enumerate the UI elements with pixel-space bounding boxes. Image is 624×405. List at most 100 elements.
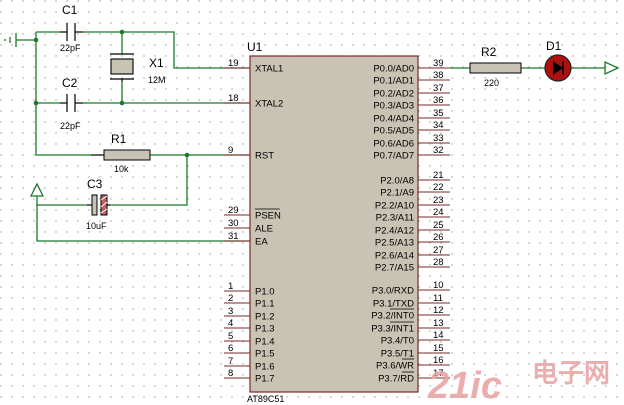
pin-number: 23 bbox=[433, 195, 444, 206]
watermark: 21ic 电子网 bbox=[427, 358, 610, 405]
pin-number: 39 bbox=[433, 58, 444, 69]
pin-name: P0.1/AD1 bbox=[373, 76, 414, 87]
pin-name: EA bbox=[255, 237, 268, 248]
pin-number: 15 bbox=[433, 343, 444, 354]
pin-name: P0.4/AD4 bbox=[373, 114, 414, 125]
capacitor-c1[interactable]: C1 22pF bbox=[60, 3, 83, 53]
pin-number: 10 bbox=[433, 280, 444, 291]
led-d1[interactable]: D1 bbox=[544, 39, 572, 82]
resistor-r2[interactable]: R2 220 bbox=[469, 45, 522, 88]
pin-name: P0.0/AD0 bbox=[373, 64, 414, 75]
d1-ref: D1 bbox=[546, 39, 562, 53]
c2-value: 22pF bbox=[60, 121, 81, 131]
pin-number: 4 bbox=[228, 318, 233, 329]
pin-name: P3.1/TXD bbox=[373, 299, 414, 310]
pin-number: 19 bbox=[228, 58, 239, 69]
pin-number: 31 bbox=[228, 231, 239, 242]
ground-icon bbox=[4, 33, 36, 47]
c1-ref: C1 bbox=[62, 3, 78, 17]
r2-value: 220 bbox=[484, 78, 499, 88]
pin-number: 35 bbox=[433, 108, 444, 119]
capacitor-c3[interactable]: C3 10uF bbox=[86, 177, 110, 231]
pin-number: 27 bbox=[433, 245, 444, 256]
chip-ref: U1 bbox=[247, 40, 263, 54]
c1-value: 22pF bbox=[60, 43, 81, 53]
pin-number: 33 bbox=[433, 133, 444, 144]
r1-ref: R1 bbox=[111, 132, 127, 146]
pin-number: 24 bbox=[433, 207, 444, 218]
pin-name: P3.6/WR bbox=[376, 361, 414, 372]
pin-number: 37 bbox=[433, 83, 444, 94]
pin-number: 2 bbox=[228, 293, 233, 304]
pin-name: P1.0 bbox=[255, 287, 275, 298]
pin-number: 38 bbox=[433, 70, 444, 81]
pin-name: P2.5/A13 bbox=[375, 238, 414, 249]
pin-name: P1.5 bbox=[255, 349, 275, 360]
pin-name: P0.3/AD3 bbox=[373, 101, 414, 112]
pin-name: P3.0/RXD bbox=[372, 286, 414, 297]
pin-number: 6 bbox=[228, 343, 233, 354]
x1-ref: X1 bbox=[149, 56, 164, 70]
pin-number: 18 bbox=[228, 93, 239, 104]
pin-number: 30 bbox=[228, 218, 239, 229]
pin-name: P0.7/AD7 bbox=[373, 151, 414, 162]
pin-name: ALE bbox=[255, 224, 273, 235]
output-arrow-icon bbox=[604, 60, 620, 76]
pin-name: P0.2/AD2 bbox=[373, 89, 414, 100]
pin-number: 17 bbox=[433, 368, 444, 379]
pin-name: P0.6/AD6 bbox=[373, 139, 414, 150]
pin-name: P1.1 bbox=[255, 299, 275, 310]
oscillator-wiring bbox=[33, 29, 250, 156]
pin-name: P2.1/A9 bbox=[380, 188, 414, 199]
pin-number: 28 bbox=[433, 257, 444, 268]
resistor-r1[interactable]: R1 10k bbox=[91, 132, 151, 174]
pin-name: P3.4/T0 bbox=[381, 336, 414, 347]
pin-number: 14 bbox=[433, 330, 444, 341]
pin-number: 5 bbox=[228, 331, 233, 342]
pin-name: P2.6/A14 bbox=[375, 251, 414, 262]
pin-name: P3.2/INT0 bbox=[371, 311, 414, 322]
pin-name: P1.6 bbox=[255, 362, 275, 373]
pin-name: XTAL2 bbox=[255, 99, 283, 110]
pin-number: 11 bbox=[433, 293, 443, 304]
pin-name: P1.2 bbox=[255, 312, 275, 323]
pin-name: P2.3/A11 bbox=[376, 213, 414, 224]
crystal-x1[interactable]: X1 12M bbox=[110, 53, 166, 85]
pin-name: P1.4 bbox=[255, 337, 275, 348]
pin-number: 12 bbox=[433, 305, 444, 316]
pin-number: 7 bbox=[228, 356, 233, 367]
pin-number: 26 bbox=[433, 232, 444, 243]
pin-name: P3.3/INT1 bbox=[371, 324, 414, 335]
pin-number: 29 bbox=[228, 205, 239, 216]
c3-value: 10uF bbox=[86, 221, 107, 231]
chip-part: AT89C51 bbox=[247, 394, 284, 404]
pin-name: P1.7 bbox=[255, 374, 275, 385]
r2-ref: R2 bbox=[481, 45, 497, 59]
pin-name: P2.7/A15 bbox=[375, 263, 414, 274]
pin-name: P2.4/A12 bbox=[375, 226, 414, 237]
capacitor-c2[interactable]: C2 22pF bbox=[60, 76, 83, 131]
